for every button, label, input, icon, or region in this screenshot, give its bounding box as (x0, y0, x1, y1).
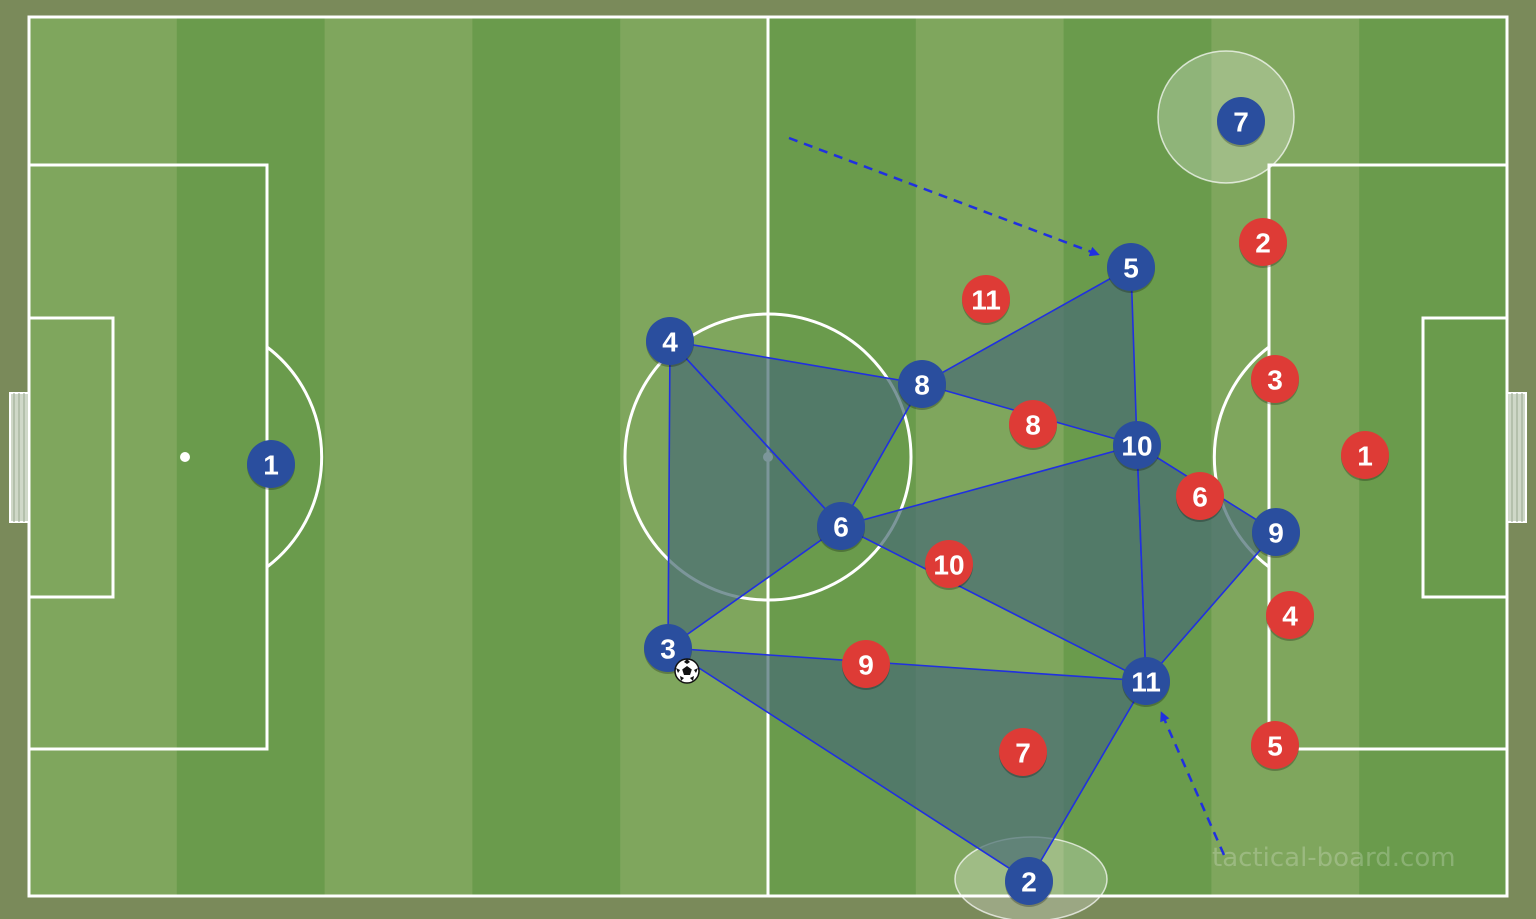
blue-player-marker (646, 317, 694, 365)
red-player-marker (1239, 218, 1287, 266)
player-number: 6 (1192, 482, 1208, 513)
player-number: 4 (1282, 601, 1298, 632)
red-player-3[interactable]: 3 (1251, 355, 1299, 405)
blue-player-marker (247, 440, 295, 488)
right-goal (1506, 392, 1527, 523)
blue-player-marker (1005, 857, 1053, 905)
player-number: 6 (833, 512, 849, 543)
red-player-marker (925, 540, 973, 588)
passing-triangle-4-6-3 (667, 340, 842, 649)
player-number: 7 (1015, 738, 1031, 769)
player-number: 1 (263, 450, 279, 481)
red-player-marker (962, 275, 1010, 323)
blue-player-2[interactable]: 2 (1005, 857, 1053, 907)
player-number: 10 (1121, 431, 1152, 462)
player-number: 1 (1357, 441, 1373, 472)
blue-player-marker (644, 624, 692, 672)
left-penalty-spot (180, 452, 190, 462)
player-number: 2 (1255, 228, 1271, 259)
player-number: 10 (933, 550, 964, 581)
blue-player-11[interactable]: 11 (1122, 657, 1170, 707)
red-player-marker (1341, 431, 1389, 479)
red-player-7[interactable]: 7 (999, 728, 1047, 778)
blue-player-4[interactable]: 4 (646, 317, 694, 367)
red-team: 1 2 3 4 5 6 7 8 9 10 11 (842, 218, 1389, 778)
player-number: 3 (1267, 365, 1283, 396)
player-number: 5 (1123, 253, 1139, 284)
player-number: 9 (858, 650, 874, 681)
player-number: 4 (662, 327, 678, 358)
player-number: 2 (1021, 867, 1037, 898)
movement-arrows (788, 136, 1226, 856)
grass-stripe (29, 17, 178, 896)
player-number: 7 (1233, 107, 1249, 138)
blue-player-marker (898, 360, 946, 408)
center-circle (623, 312, 913, 602)
red-player-9[interactable]: 9 (842, 640, 890, 690)
blue-team: 1 2 3 4 5 6 7 8 9 10 11 (247, 97, 1300, 907)
red-player-marker (1009, 400, 1057, 448)
player-number: 8 (914, 370, 930, 401)
run-arrow-to-player-11 (1160, 711, 1226, 856)
red-player-marker (1176, 472, 1224, 520)
blue-player-marker (1217, 97, 1265, 145)
blue-player-marker (817, 502, 865, 550)
red-player-marker (999, 728, 1047, 776)
red-player-marker (1266, 591, 1314, 639)
player-number: 11 (971, 285, 1001, 316)
player-number: 11 (1131, 667, 1161, 698)
player-number: 3 (660, 634, 676, 665)
red-player-11[interactable]: 11 (962, 275, 1010, 325)
red-player-marker (1251, 721, 1299, 769)
blue-player-marker (1122, 657, 1170, 705)
blue-player-marker (1107, 243, 1155, 291)
grass-stripe (324, 17, 473, 896)
blue-player-8[interactable]: 8 (898, 360, 946, 410)
left-penalty-arc (266, 345, 324, 569)
red-player-4[interactable]: 4 (1266, 591, 1314, 641)
red-player-8[interactable]: 8 (1009, 400, 1057, 450)
red-player-5[interactable]: 5 (1251, 721, 1299, 771)
run-arrow-to-player-5 (788, 136, 1100, 257)
red-player-10[interactable]: 10 (925, 540, 973, 590)
blue-player-marker (1113, 421, 1161, 469)
watermark: tactical-board.com (1212, 843, 1456, 873)
player-number: 9 (1268, 518, 1284, 549)
red-player-6[interactable]: 6 (1176, 472, 1224, 522)
player-number: 8 (1025, 410, 1041, 441)
passing-triangles (667, 266, 1277, 882)
red-player-marker (842, 640, 890, 688)
player-number: 5 (1267, 731, 1283, 762)
blue-player-marker (1252, 508, 1300, 556)
passing-triangle-3-11-2 (667, 647, 1147, 882)
blue-player-6[interactable]: 6 (817, 502, 865, 552)
left-goal (9, 392, 30, 523)
grass-stripe (472, 17, 621, 896)
soccer-ball-icon[interactable] (674, 658, 700, 684)
red-player-marker (1251, 355, 1299, 403)
red-player-2[interactable]: 2 (1239, 218, 1287, 268)
blue-player-10[interactable]: 10 (1113, 421, 1161, 471)
red-player-1[interactable]: 1 (1341, 431, 1389, 481)
blue-player-3[interactable]: 3 (644, 624, 692, 674)
blue-player-1[interactable]: 1 (247, 440, 295, 490)
blue-player-5[interactable]: 5 (1107, 243, 1155, 293)
blue-player-9[interactable]: 9 (1252, 508, 1300, 558)
blue-player-7[interactable]: 7 (1217, 97, 1265, 147)
